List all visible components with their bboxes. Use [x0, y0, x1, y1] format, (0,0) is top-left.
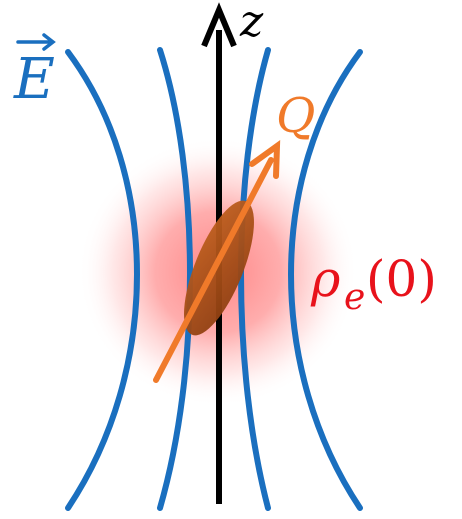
- density-argument: (0): [366, 250, 437, 308]
- density-subscript: e: [344, 277, 365, 318]
- z-axis-label: z: [239, 0, 264, 47]
- density-symbol: ρ: [310, 250, 341, 308]
- field-symbol: E: [13, 47, 55, 112]
- density-label: ρ e (0): [310, 250, 437, 318]
- field-label: E: [13, 35, 55, 112]
- quadrupole-label: Q: [276, 88, 315, 144]
